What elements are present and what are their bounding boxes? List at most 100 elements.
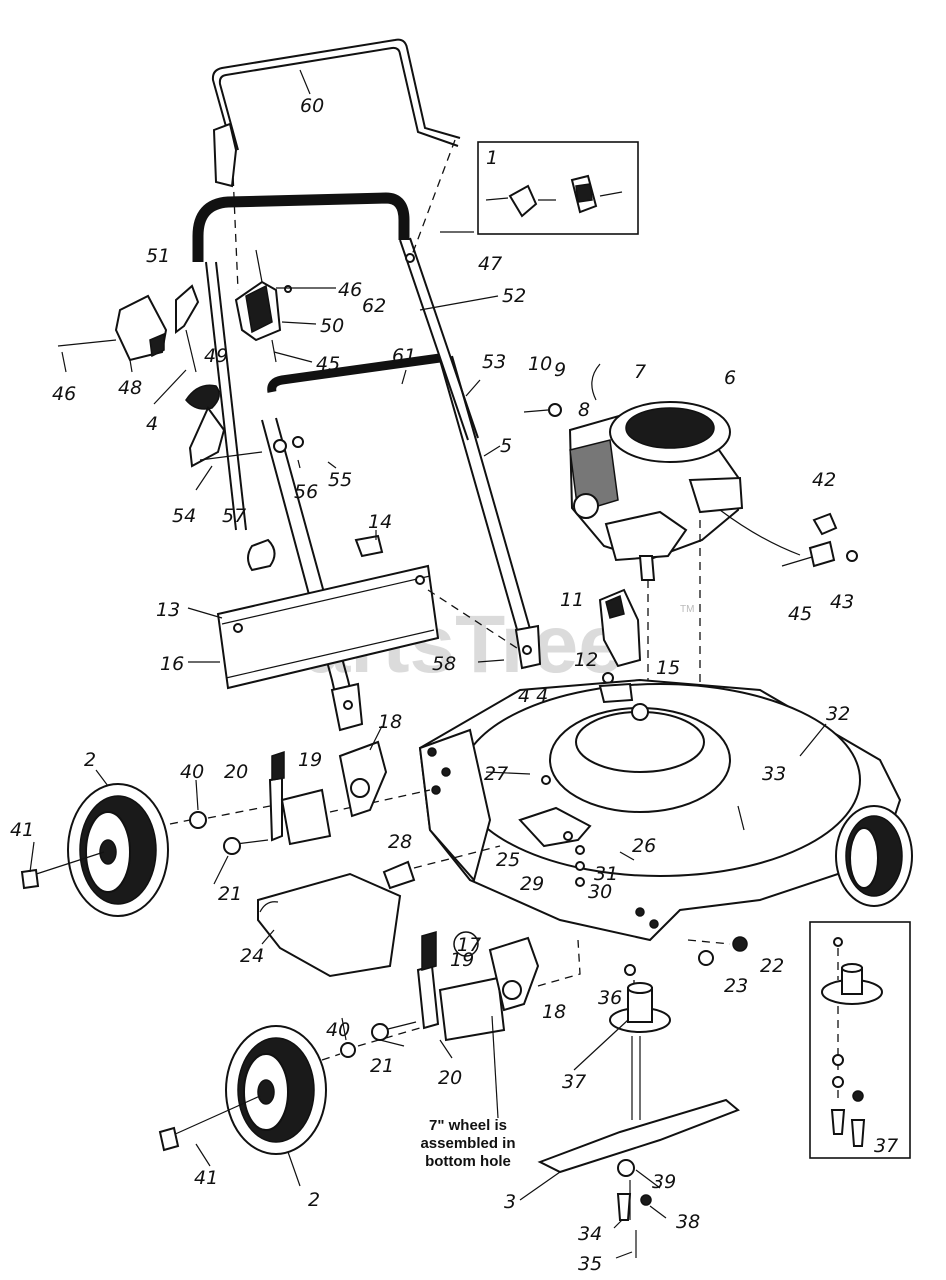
callout-38: 38 [676,1211,700,1233]
callout-7: 7 [634,361,646,383]
callout-57: 57 [222,505,246,527]
callout-45-handle: 45 [316,353,340,375]
callout-54: 54 [172,505,196,527]
callout-6: 6 [724,367,736,389]
callout-31: 31 [594,863,618,885]
callout-33: 33 [762,763,786,785]
callout-1: 1 [486,147,498,169]
handle-knob [185,384,304,572]
callout-25: 25 [496,849,520,871]
callout-4: 4 [146,413,158,435]
discharge-deflector [257,845,501,978]
callout-23: 23 [724,975,748,997]
callout-18-front: 18 [542,1001,566,1023]
callout-13: 13 [156,599,180,621]
callout-5: 5 [500,435,512,457]
callout-8: 8 [578,399,590,421]
callout-53: 53 [482,351,506,373]
callout-60: 60 [300,95,324,117]
front-left-wheel-assembly [158,931,581,1155]
callout-30: 30 [588,881,612,903]
callout-41-front: 41 [194,1167,218,1189]
note-line-2: assembled in [420,1135,515,1152]
callout-37-main: 37 [562,1071,586,1093]
note-line-3: bottom hole [425,1153,511,1170]
callout-3: 3 [504,1191,516,1213]
callout-48: 48 [118,377,142,399]
callout-29: 29 [520,873,544,895]
callout-11: 11 [560,589,584,611]
callout-circle-17 [453,931,479,957]
callout-44: 4 4 [518,685,548,707]
callout-40-front: 40 [326,1019,350,1041]
wheel-note: 7" wheel is assembled in bottom hole [420,1117,515,1170]
callout-26: 26 [632,835,656,857]
deck-nut-washer [687,936,748,966]
callout-46-upper: 46 [338,279,362,301]
callout-47: 47 [478,253,502,275]
callout-49: 49 [204,345,228,367]
callout-20-front: 20 [438,1067,462,1089]
callout-61: 61 [392,345,416,367]
callout-52: 52 [502,285,526,307]
callout-27: 27 [484,763,508,785]
upper-handle [211,38,461,291]
callout-19-front: 19 [450,949,474,971]
callout-41-rear: 41 [10,819,34,841]
rear-right-wheel [835,805,913,907]
leader-lines [29,69,827,1259]
callout-32: 32 [826,703,850,725]
callout-16: 16 [160,653,184,675]
deck-hardware [518,775,635,887]
control-bracket [234,249,292,363]
callout-51: 51 [146,245,170,267]
callout-2-rear: 2 [84,749,96,771]
inset-part-1 [477,141,639,235]
rear-left-wheel-assembly [20,740,431,917]
handle-bracket [216,534,521,690]
lower-handle [261,353,542,732]
callout-34: 34 [578,1223,602,1245]
middle-handle [192,192,479,531]
callout-24: 24 [240,945,264,967]
inset-part-37 [809,921,911,1159]
engine [523,363,801,700]
callout-28: 28 [388,831,412,853]
callout-58: 58 [432,653,456,675]
watermark-trademark: TM [680,604,694,615]
callout-21-front: 21 [370,1055,394,1077]
callout-43: 43 [830,591,854,613]
callout-46-left: 46 [52,383,76,405]
callout-2-front: 2 [308,1189,320,1211]
callout-9: 9 [554,359,566,381]
callout-37-inset: 37 [874,1135,898,1157]
callout-21-rear: 21 [218,883,242,905]
callout-20-rear: 20 [224,761,248,783]
callout-39: 39 [652,1171,676,1193]
callout-12: 12 [574,649,598,671]
callout-45-cable: 45 [788,603,812,625]
callout-14: 14 [368,511,392,533]
note-line-1: 7" wheel is [429,1117,507,1134]
callout-18-rear: 18 [378,711,402,733]
callout-36: 36 [598,987,622,1009]
callout-40-rear: 40 [180,761,204,783]
callout-55: 55 [328,469,352,491]
callout-17: 17 [457,934,481,956]
mower-deck [418,678,902,942]
callout-42: 42 [812,469,836,491]
control-box [57,284,200,373]
callout-56: 56 [294,481,318,503]
callout-10: 10 [528,353,552,375]
callout-50: 50 [320,315,344,337]
bracket-11 [598,588,642,684]
blade-assembly [537,964,740,1258]
callout-35: 35 [578,1253,602,1275]
callout-19-rear: 19 [298,749,322,771]
callout-labels: 60 1 47 51 46 62 52 50 45 46 48 4 49 61 … [10,95,898,1275]
callout-62: 62 [362,295,386,317]
callout-22: 22 [760,955,784,977]
callout-15: 15 [656,657,680,679]
